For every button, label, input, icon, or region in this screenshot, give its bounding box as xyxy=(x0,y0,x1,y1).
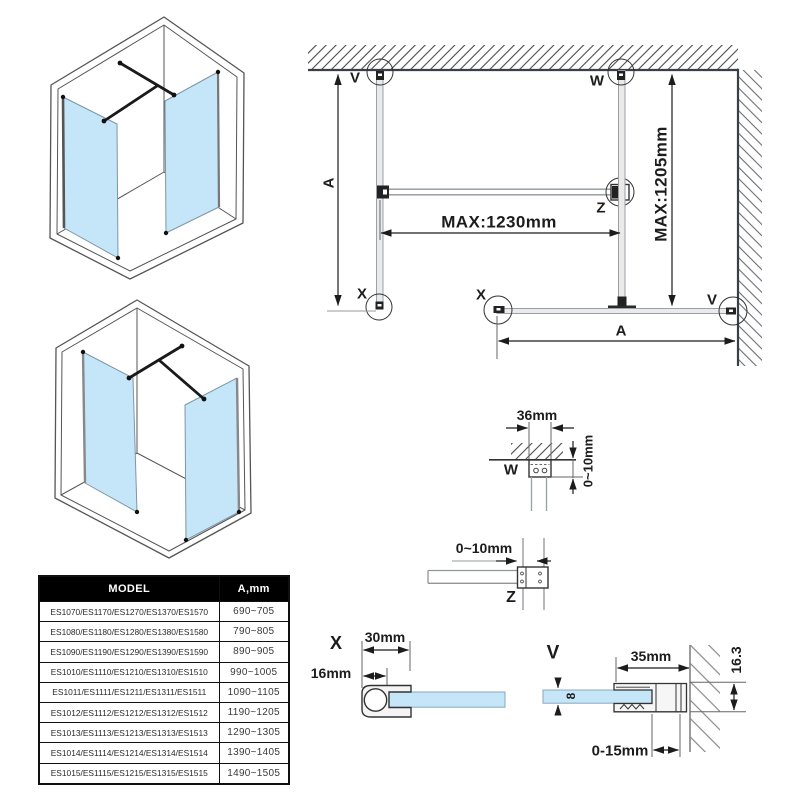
amm-cell: 790~805 xyxy=(218,621,290,643)
glass-panel-x xyxy=(388,691,506,708)
plan-dimensions xyxy=(334,74,736,345)
wall-hatch-v xyxy=(690,645,720,752)
amm-cell: 1090~1105 xyxy=(218,681,290,703)
amm-cell: 1390~1405 xyxy=(218,742,290,764)
table-header-model: MODEL xyxy=(38,575,220,602)
detail-v-dim-height: 16.3 xyxy=(728,646,744,674)
model-cell: ES1013/ES1113/ES1213/ES1313/ES1513 xyxy=(38,722,220,744)
support-bars xyxy=(127,344,206,401)
callout-circle-w xyxy=(607,58,635,86)
amm-cell: 1190~1205 xyxy=(218,701,290,724)
detail-z-label: Z xyxy=(506,589,516,606)
detail-x-label: X xyxy=(329,633,343,653)
plan-label-w: W xyxy=(589,72,605,90)
plan-label-z: Z xyxy=(596,199,606,217)
callout-circle-x-left xyxy=(365,293,393,321)
iso-view-top xyxy=(49,16,245,280)
glass-panel-bottom-plan xyxy=(496,308,736,314)
detail-v-drawing xyxy=(542,645,746,757)
wall-right-hatch xyxy=(738,70,762,366)
support-bars xyxy=(102,61,176,123)
iso-view-bottom xyxy=(54,299,252,559)
amm-cell: 990~1005 xyxy=(218,661,290,683)
model-cell: ES1015/ES1115/ES1215/ES1315/ES1515 xyxy=(38,762,220,785)
detail-w-dim-range: 0~10mm xyxy=(580,434,596,488)
plan-label-x-left: X xyxy=(356,285,368,303)
plan-dim-a-left: A xyxy=(320,177,338,189)
plan-dim-max-width: MAX:1230mm xyxy=(441,212,557,232)
detail-x-dim-inset: 16mm xyxy=(310,665,352,681)
plan-label-v-right: V xyxy=(706,291,718,309)
model-cell: ES1014/ES1114/ES1214/ES1314/ES1514 xyxy=(38,742,220,764)
callout-circle-v-right xyxy=(718,296,748,326)
detail-x-dim-width: 30mm xyxy=(364,629,406,645)
plan-dim-a-bottom: A xyxy=(615,322,627,340)
table-header-amm: A,mm xyxy=(218,575,290,602)
detail-z-drawing xyxy=(427,538,551,610)
model-cell: ES1010/ES1110/ES1210/ES1310/ES1510 xyxy=(38,661,220,683)
detail-w-dim-width: 36mm xyxy=(516,407,558,423)
amm-cell: 690~705 xyxy=(218,600,290,623)
model-cell: ES1080/ES1180/ES1280/ES1380/ES1580 xyxy=(38,621,220,643)
table-header-row: MODEL A,mm xyxy=(38,575,290,602)
model-cell: ES1090/ES1190/ES1290/ES1390/ES1590 xyxy=(38,641,220,663)
glass-panel-right-plan xyxy=(618,70,626,306)
wall-top-hatch xyxy=(308,45,738,70)
callout-circle-v-top xyxy=(366,58,394,86)
plan-view xyxy=(308,45,762,366)
detail-z-dim-range: 0~10mm xyxy=(455,540,513,556)
glass-panel-v xyxy=(542,689,653,704)
detail-v-label: V xyxy=(546,642,560,664)
amm-cell: 1490~1505 xyxy=(218,762,290,785)
detail-w-drawing xyxy=(489,422,583,511)
plan-label-x-mid: X xyxy=(475,286,487,304)
model-cell: ES1070/ES1170/ES1270/ES1370/ES1570 xyxy=(38,600,220,623)
plan-dim-max-height: MAX:1205mm xyxy=(651,126,671,242)
glass-panel xyxy=(62,96,119,259)
glass-panel xyxy=(184,377,240,541)
detail-w-label: W xyxy=(503,461,519,479)
model-cell: ES1012/ES1112/ES1212/ES1312/ES1512 xyxy=(38,701,220,724)
model-cell: ES1011/ES1111/ES1211/ES1311/ES1511 xyxy=(38,681,220,703)
detail-v-dim-width: 35mm xyxy=(630,648,672,664)
callout-circle-x-mid xyxy=(483,295,513,325)
amm-cell: 1290~1305 xyxy=(218,722,290,744)
detail-x-drawing xyxy=(361,641,506,718)
detail-v-dim-range: 0-15mm xyxy=(591,742,649,760)
detail-v-dim-glass: 8 xyxy=(564,692,578,700)
plan-label-v-top: V xyxy=(349,69,361,87)
model-table: MODEL A,mm ES1070/ES1170/ES1270/ES1370/E… xyxy=(38,575,290,785)
amm-cell: 890~905 xyxy=(218,641,290,663)
